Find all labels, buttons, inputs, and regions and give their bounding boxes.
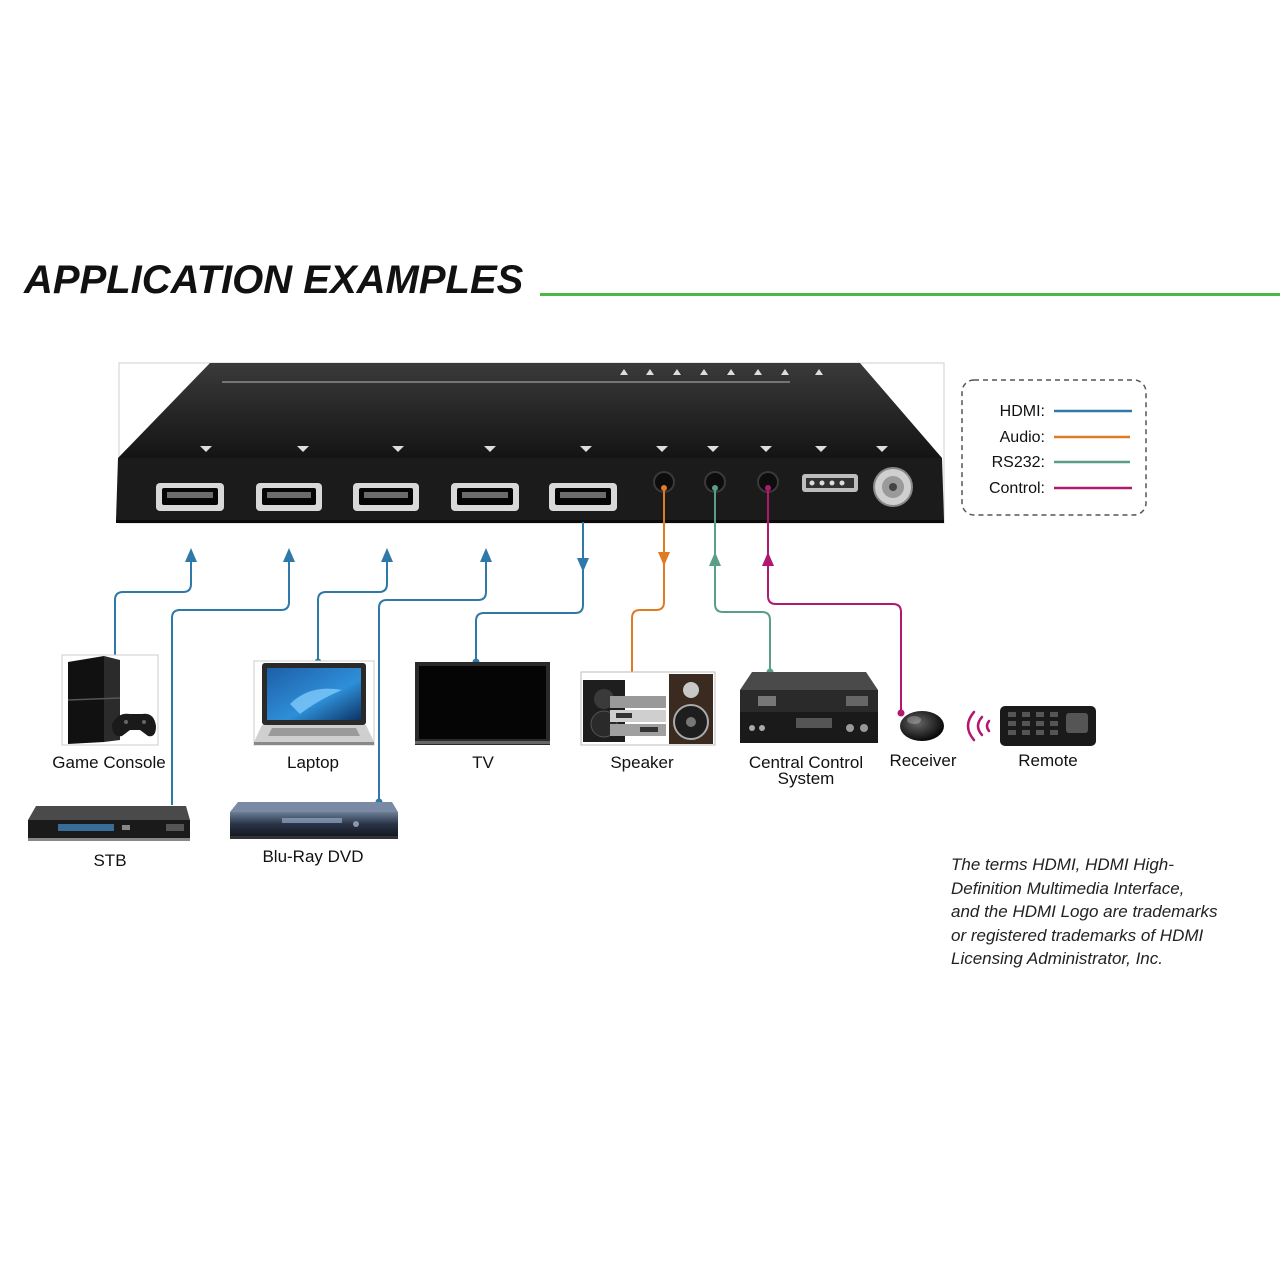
notice-line-2: Definition Multimedia Interface, [951,878,1185,898]
tv-image [415,662,550,745]
dot-audio-out [661,485,667,491]
terminal-block [802,474,858,492]
arrow-hdmi-3 [381,548,393,562]
arrow-rs232 [709,552,721,566]
legend-rs232-label: RS232: [992,454,1045,471]
rs232-line-control [714,488,771,672]
arrow-control [762,552,774,566]
hdmi-port-1 [156,483,224,511]
arrow-audio [658,552,670,566]
legend-audio-label: Audio: [1000,429,1045,446]
hdmi-line-tv [475,522,584,662]
audio-line-speaker [631,488,665,706]
notice-line-3: and the HDMI Logo are trademarks [951,902,1218,921]
dot-rs232-out [712,485,718,491]
arrow-hdmi-1 [185,548,197,562]
label-stb: STB [93,851,126,870]
label-remote: Remote [1018,751,1078,770]
title-rule [540,293,1280,296]
matrix-switch-device [116,362,945,524]
laptop-image [253,660,375,746]
arrow-hdmi-out [577,558,589,572]
label-bluray: Blu-Ray DVD [262,847,363,866]
label-central-control-line2: System [778,769,835,788]
notice-line-1: The terms HDMI, HDMI High- [951,855,1174,874]
power-connector [873,467,913,507]
arrow-hdmi-2 [283,548,295,562]
game-console-image [61,654,159,746]
legend-control-label: Control: [989,480,1045,497]
legend: HDMI: Audio: RS232: Control: [961,379,1147,516]
dot-ir-out [765,485,771,491]
hdmi-port-4 [451,483,519,511]
arrow-hdmi-4 [480,548,492,562]
label-game-console: Game Console [52,753,165,772]
label-central-control-line1: Central Control [749,753,863,772]
label-speaker: Speaker [610,753,674,772]
dot-receiver [897,709,905,717]
bluray-player-image [230,802,398,839]
ir-receiver-image [900,711,944,741]
hdmi-port-2 [256,483,322,511]
hdmi-line-game-console [114,560,192,662]
central-control-image [740,672,878,743]
hdmi-line-laptop [317,560,388,662]
label-tv: TV [472,753,494,772]
speaker-image [580,671,716,746]
hdmi-port-3 [353,483,419,511]
hdmi-line-bluray [378,560,487,802]
legend-hdmi-label: HDMI: [1000,403,1045,420]
page-title: APPLICATION EXAMPLES [24,258,524,302]
stb-image [28,805,190,843]
label-laptop: Laptop [287,753,339,772]
trademark-notice: The terms HDMI, HDMI High- Definition Mu… [951,853,1271,971]
notice-line-4: or registered trademarks of HDMI [951,925,1204,945]
ir-signal-icon [966,710,991,742]
label-receiver: Receiver [889,751,956,770]
hdmi-line-stb [171,560,290,810]
control-line-receiver [767,488,902,713]
hdmi-output-port [549,483,617,511]
remote-image [1000,706,1096,746]
notice-line-5: Licensing Administrator, Inc. [951,949,1163,968]
